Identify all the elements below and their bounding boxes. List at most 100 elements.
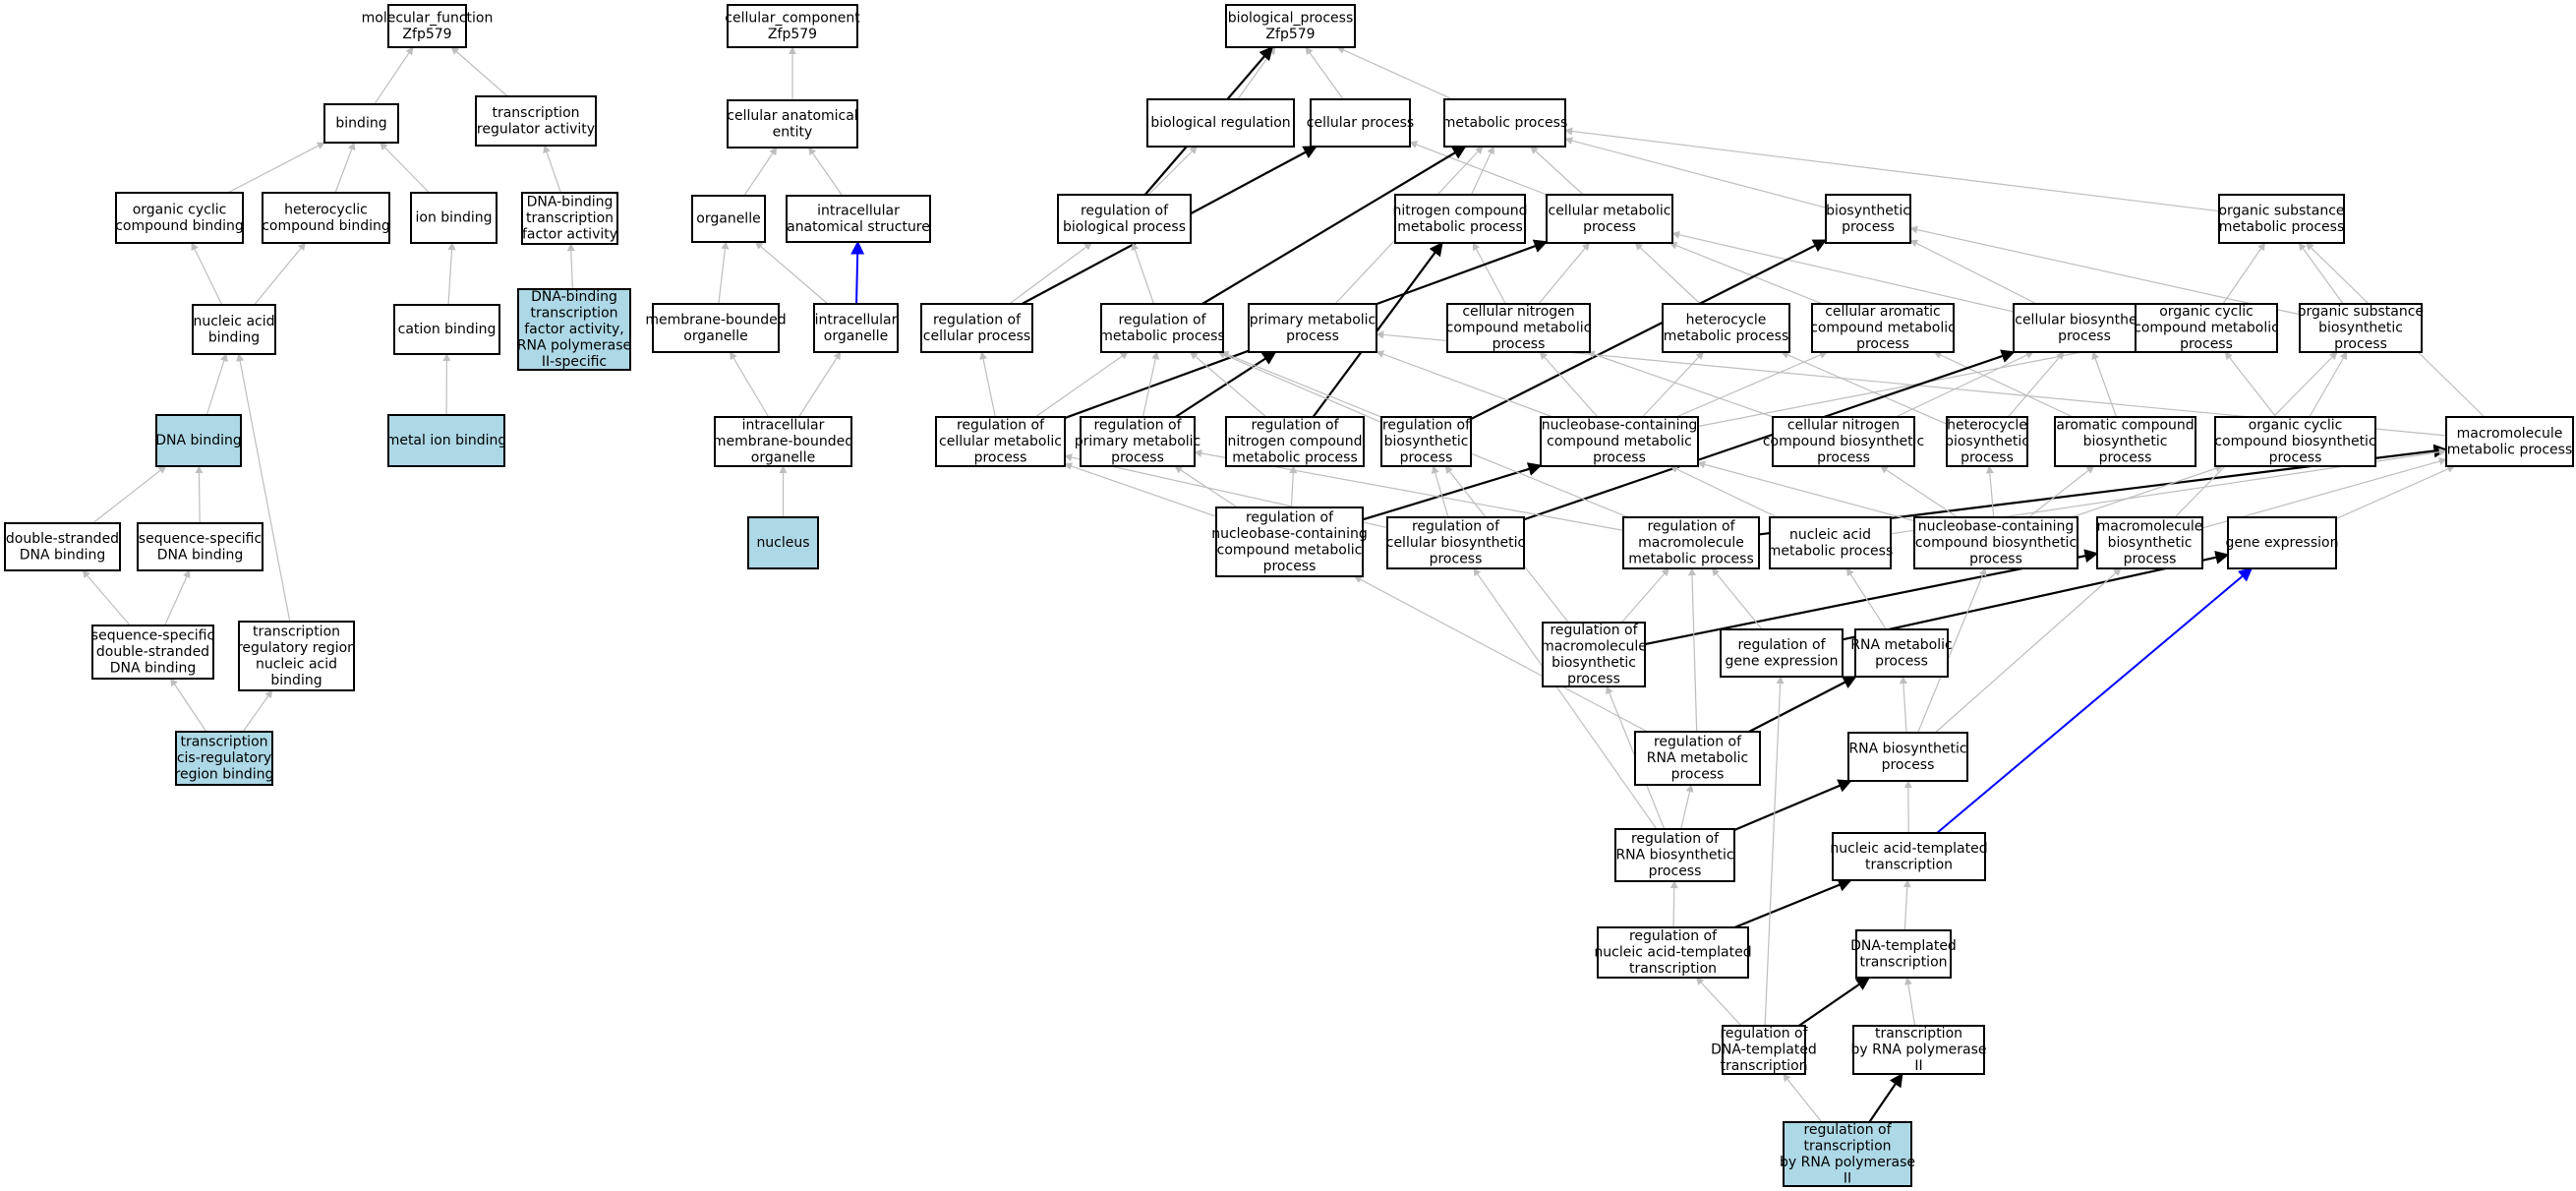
edge-is_a-regdtt-to-regge [1764, 676, 1785, 1027]
edge-is_a-regrnamp-to-regmmp [1687, 567, 1698, 733]
node-ionb[interactable]: ion binding [410, 192, 498, 244]
edge-is_a-rnabp-to-rnamp [1899, 676, 1907, 734]
edge-is_a-nbcbp-to-acbp [2027, 465, 2095, 518]
node-label-line: by RNA polymerase [1780, 1155, 1915, 1170]
edge-is_a-namp-to-nbcmp [1669, 465, 1778, 518]
node-nucleus[interactable]: nucleus [747, 516, 819, 569]
node-label-line: regulation of [1631, 831, 1720, 847]
node-box [387, 414, 505, 467]
node-metp[interactable]: metabolic process [1442, 98, 1568, 148]
node-label-line: organelle [751, 450, 815, 466]
edge-is_a-regbiosp-to-regmp [1217, 351, 1382, 423]
edge-regulates-regrnabp-to-rnabp [1733, 779, 1852, 831]
node-cationb[interactable]: cation binding [393, 304, 500, 355]
node-geneexp[interactable]: gene expression [2226, 516, 2339, 569]
node-label-line: intracellular [742, 418, 825, 434]
edge-is_a-regdtt-to-regnatt [1695, 977, 1742, 1027]
node-metalb[interactable]: metal ion binding [386, 414, 507, 467]
node-regmbp[interactable]: regulation ofmacromoleculebiosyntheticpr… [1541, 622, 1647, 687]
node-box [1225, 4, 1356, 48]
node-cellp[interactable]: cellular process [1307, 98, 1414, 148]
node-label-line: macromolecule [1638, 535, 1744, 551]
node-label-line: biosynthetic [1384, 434, 1469, 449]
node-label-line: regulation of [1246, 509, 1334, 525]
node-box [262, 192, 390, 244]
node-organelle[interactable]: organelle [691, 195, 766, 243]
edge-is_a-biosp-to-metp [1564, 137, 1827, 208]
node-regnbcmp[interactable]: regulation ofnucleobase-containingcompou… [1211, 506, 1368, 577]
node-label-line: biosynthetic [1945, 434, 2029, 449]
node-label-line: DNA binding [20, 547, 105, 563]
edge-is_a-regnbcmp-to-regcmp [1064, 462, 1217, 517]
node-box [1662, 303, 1790, 353]
node-bioreg[interactable]: biological regulation [1146, 98, 1295, 148]
node-box [920, 303, 1033, 353]
node-box [1720, 628, 1844, 678]
node-label-line: biosynthetic [2318, 321, 2403, 336]
node-binding[interactable]: binding [323, 103, 399, 144]
node-label-line: biosynthetic [1551, 655, 1636, 671]
node-label-line: region binding [175, 767, 274, 783]
node-dnab[interactable]: DNA binding [155, 414, 242, 467]
